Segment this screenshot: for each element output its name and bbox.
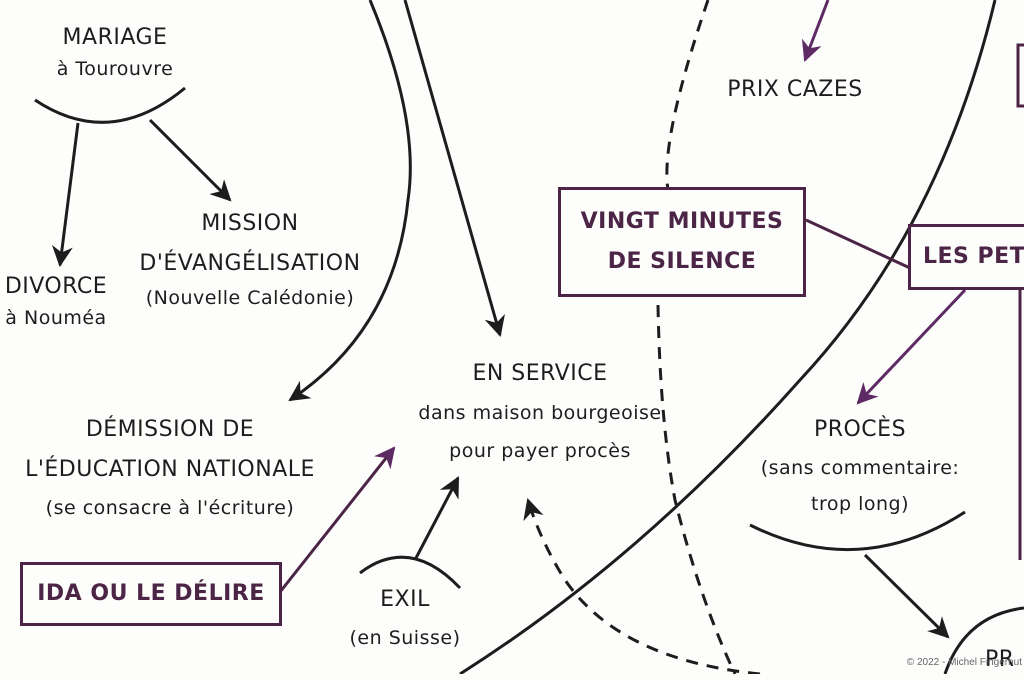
mariage-arc — [34, 86, 186, 124]
partial-box-top-right — [1016, 43, 1024, 108]
node-prix-cazes: PRIX CAZES — [710, 70, 880, 110]
mission-title-1: MISSION — [201, 211, 299, 236]
node-proces: PROCÈS (sans commentaire: trop long) — [720, 410, 1000, 522]
demission-title-1: DÉMISSION DE — [85, 417, 255, 442]
mission-title-2: D'ÉVANGÉLISATION — [139, 251, 361, 276]
arrow-mariage-divorce — [51, 122, 80, 268]
divorce-title: DIVORCE — [4, 274, 108, 299]
exil-title: EXIL — [380, 587, 430, 612]
node-en-service: EN SERVICE dans maison bourgeoise pour p… — [380, 354, 700, 470]
demission-subtitle: (se consacre à l'écriture) — [45, 497, 295, 519]
proces-arc — [749, 510, 966, 552]
arrow-mariage-mission — [148, 118, 232, 202]
vingt-minutes-line-1: VINGT MINUTES — [580, 209, 784, 234]
en-service-line-3: pour payer procès — [449, 440, 631, 462]
divorce-subtitle: à Nouméa — [5, 307, 107, 329]
proces-line-2: (sans commentaire: — [760, 457, 960, 479]
arrow-ida-en-service — [278, 446, 396, 593]
era-boundary-curve — [459, 0, 997, 674]
node-exil: EXIL (en Suisse) — [330, 580, 480, 656]
curve-to-demission — [288, 0, 412, 402]
proces-title: PROCÈS — [813, 417, 907, 442]
node-divorce: DIVORCE à Nouméa — [0, 267, 112, 329]
dashed-curve-to-en-service — [523, 497, 761, 674]
les-petits-line-1: LES PET — [923, 244, 1024, 269]
work-box-vingt-minutes: VINGT MINUTES DE SILENCE — [558, 187, 806, 297]
mission-subtitle: (Nouvelle Calédonie) — [145, 287, 355, 309]
work-box-ida: IDA OU LE DÉLIRE — [20, 562, 282, 626]
arrow-les-petits-proces — [856, 288, 967, 405]
exil-arc — [359, 555, 462, 590]
dashed-curve-vertical — [656, 0, 737, 674]
prix-cazes-title: PRIX CAZES — [727, 77, 863, 102]
exil-subtitle: (en Suisse) — [349, 627, 461, 649]
node-demission: DÉMISSION DE L'ÉDUCATION NATIONALE (se c… — [5, 410, 335, 526]
arrow-to-prix-cazes — [801, 0, 830, 62]
node-mission: MISSION D'ÉVANGÉLISATION (Nouvelle Caléd… — [125, 204, 375, 312]
copyright: © 2022 - Michel Fingerhut — [906, 657, 1022, 668]
link-vingt-minutes-les-petits — [805, 218, 911, 270]
arrow-proces-pr — [863, 553, 950, 639]
proces-line-3: trop long) — [811, 493, 909, 515]
pr-circle-arc — [943, 606, 1024, 674]
arrow-to-en-service — [403, 0, 505, 338]
en-service-line-2: dans maison bourgeoise — [418, 402, 662, 424]
mariage-subtitle: à Tourouvre — [56, 58, 174, 80]
ida-line-1: IDA OU LE DÉLIRE — [37, 581, 265, 606]
node-mariage: MARIAGE à Tourouvre — [40, 18, 190, 80]
node-pr-partial: PR — [985, 647, 1015, 672]
arrow-exil-en-service — [414, 476, 460, 559]
demission-title-2: L'ÉDUCATION NATIONALE — [25, 457, 315, 482]
vingt-minutes-line-2: DE SILENCE — [607, 249, 757, 274]
mariage-title: MARIAGE — [62, 25, 168, 50]
work-box-les-petits: LES PET — [908, 224, 1024, 290]
en-service-title: EN SERVICE — [472, 361, 608, 386]
